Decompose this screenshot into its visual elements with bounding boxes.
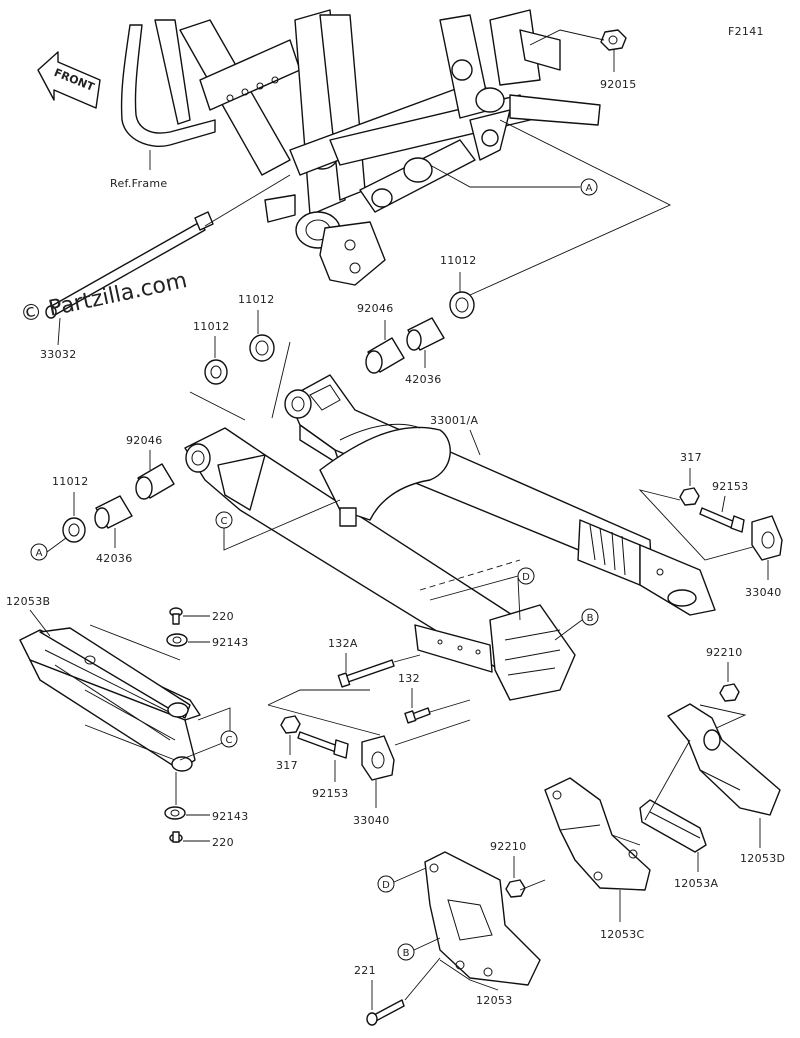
front-arrow-icon: FRONT — [37, 51, 101, 109]
nut-92015 — [600, 29, 627, 51]
part-12053d: 12053D — [740, 852, 785, 865]
chain-guide-12053b — [19, 627, 201, 772]
screw-220-bottom — [169, 831, 183, 843]
callout-b-lower: B — [397, 943, 415, 961]
chain-guide-12053a — [639, 799, 707, 853]
bolt-92153-left — [297, 731, 349, 759]
part-92153-left: 92153 — [312, 787, 349, 800]
bearing-92046-top — [365, 337, 405, 374]
part-92046-top: 92046 — [357, 302, 394, 315]
callout-c-lower: C — [220, 730, 238, 748]
seal-11012-a — [204, 359, 228, 385]
frame-assembly — [120, 9, 601, 286]
part-33040-right: 33040 — [745, 586, 782, 599]
callout-d-lower: D — [377, 875, 395, 893]
nut-317-left — [280, 715, 301, 734]
seal-11012-top — [449, 291, 475, 319]
part-132a: 132A — [328, 637, 358, 650]
part-11012-b: 11012 — [238, 293, 275, 306]
part-33040-left: 33040 — [353, 814, 390, 827]
ref-frame-label: Ref.Frame — [110, 177, 167, 190]
part-92143-bottom: 92143 — [212, 810, 249, 823]
part-317-right: 317 — [680, 451, 702, 464]
part-12053b: 12053B — [6, 595, 50, 608]
svg-text:D: D — [522, 572, 530, 583]
collar-42036-top — [406, 317, 445, 351]
part-220-bottom: 220 — [212, 836, 234, 849]
callout-b-upper: B — [581, 608, 599, 626]
figure-code: F2141 — [728, 25, 764, 38]
collar-92143-bottom — [164, 806, 186, 820]
part-11012-left: 11012 — [52, 475, 89, 488]
chain-guide-12053d — [667, 703, 781, 816]
part-132: 132 — [398, 672, 420, 685]
part-33032: 33032 — [40, 348, 77, 361]
bearing-92046-left — [135, 463, 175, 500]
adjuster-33040-left — [361, 735, 395, 781]
part-92153-right: 92153 — [712, 480, 749, 493]
part-12053: 12053 — [476, 994, 513, 1007]
part-11012-top: 11012 — [440, 254, 477, 267]
part-92046-left: 92046 — [126, 434, 163, 447]
nut-92210-top — [719, 683, 740, 702]
pivot-shaft-33032 — [45, 211, 214, 319]
svg-text:D: D — [382, 880, 390, 891]
seal-11012-left — [62, 517, 86, 543]
collar-92143-top — [166, 633, 188, 647]
part-220-top: 220 — [212, 610, 234, 623]
callout-d-upper: D — [517, 567, 535, 585]
svg-text:A: A — [36, 548, 43, 559]
part-12053a: 12053A — [674, 877, 718, 890]
nut-92210-mid — [505, 879, 526, 898]
part-92210-top: 92210 — [706, 646, 743, 659]
chain-guide-12053 — [424, 851, 541, 986]
part-12053c: 12053C — [600, 928, 644, 941]
svg-text:C: C — [226, 735, 233, 746]
bolt-132a — [337, 659, 395, 688]
swingarm-33001a — [184, 374, 716, 701]
adjuster-33040-right — [751, 515, 783, 561]
part-317-left: 317 — [276, 759, 298, 772]
part-42036-top: 42036 — [405, 373, 442, 386]
part-11012-a: 11012 — [193, 320, 230, 333]
bolt-92153-right — [699, 507, 745, 533]
chain-guide-12053c — [544, 777, 651, 891]
svg-text:B: B — [587, 613, 594, 624]
collar-42036-left — [94, 495, 133, 529]
part-92210-mid: 92210 — [490, 840, 527, 853]
svg-text:C: C — [221, 516, 228, 527]
part-33001a: 33001/A — [430, 414, 478, 427]
part-92143-top: 92143 — [212, 636, 249, 649]
callout-a-upper: A — [580, 178, 598, 196]
bolt-132 — [404, 707, 431, 724]
callout-a-lower: A — [30, 543, 48, 561]
bolt-221 — [366, 999, 405, 1026]
part-42036-left: 42036 — [96, 552, 133, 565]
callout-c-upper: C — [215, 511, 233, 529]
svg-text:A: A — [586, 183, 593, 194]
screw-220-top — [169, 607, 183, 625]
svg-text:B: B — [403, 948, 410, 959]
nut-317-right — [679, 487, 700, 506]
part-221: 221 — [354, 964, 376, 977]
seal-11012-b — [249, 334, 275, 362]
part-92015: 92015 — [600, 78, 637, 91]
